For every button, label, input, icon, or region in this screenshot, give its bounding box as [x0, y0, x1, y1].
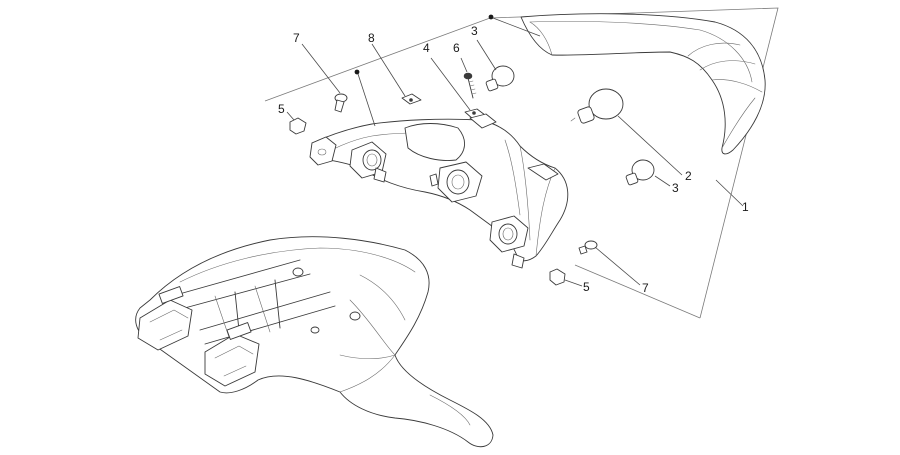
screw [463, 72, 477, 99]
callout-5-upper: 5 [278, 102, 285, 116]
clip-nut-left [401, 93, 422, 105]
rear-fender-frame [135, 236, 494, 448]
callout-5-lower: 5 [583, 280, 590, 294]
callout-1: 1 [742, 200, 749, 214]
assembly-frame-lines [264, 7, 779, 319]
reference-dot-top [488, 14, 494, 20]
push-rivet-upper [334, 93, 348, 113]
bulb-large [570, 88, 624, 124]
callout-2: 2 [685, 169, 692, 183]
callout-3-lower: 3 [672, 181, 679, 195]
clip-lower [549, 268, 566, 286]
lamp-housing [309, 113, 569, 269]
leader-lines [286, 17, 744, 287]
callout-8: 8 [368, 31, 375, 45]
tail-light-lens [520, 13, 766, 155]
callout-7-upper: 7 [293, 31, 300, 45]
callout-3-upper: 3 [471, 24, 478, 38]
bulb-small-lower [625, 159, 655, 186]
bulb-small-upper [485, 65, 515, 92]
callout-7-lower: 7 [642, 281, 649, 295]
push-rivet-lower [578, 240, 598, 255]
callout-6: 6 [453, 41, 460, 55]
callout-4: 4 [423, 41, 430, 55]
clip-upper [289, 117, 307, 135]
reference-dot-left [354, 69, 360, 75]
